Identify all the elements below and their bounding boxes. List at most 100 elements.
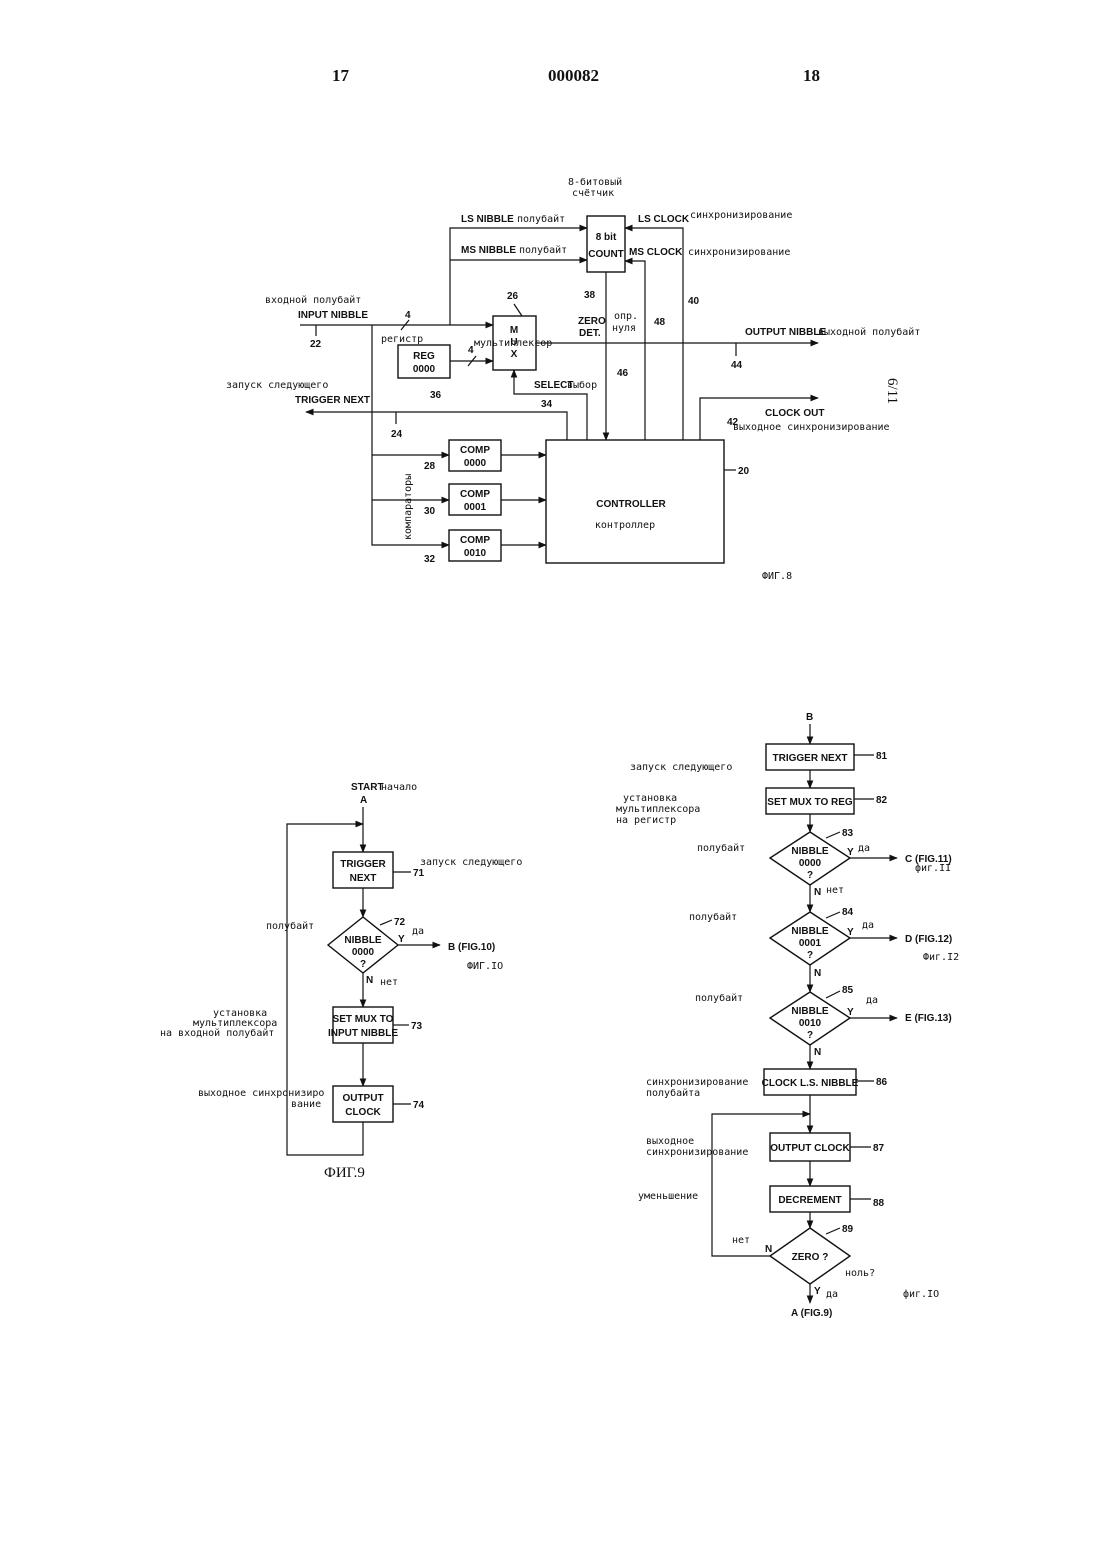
fig10-n3-yes: Y	[847, 1007, 854, 1018]
controller-label: CONTROLLER	[596, 499, 666, 510]
fig9-ref-72: 72	[394, 917, 406, 928]
mux-label-x: X	[511, 349, 518, 360]
fig10-dec-label: DECREMENT	[778, 1195, 841, 1206]
counter-title-ru-2: счётчик	[572, 188, 614, 199]
ls-nibble-label: LS NIBBLE	[461, 214, 514, 225]
fig9-setmux-ru-3: на входной полубайт	[160, 1027, 274, 1039]
fig10-setmux-ru-3: на регистр	[616, 815, 676, 826]
fig10-to-e: E (FIG.13)	[905, 1013, 952, 1024]
ms-nibble-label: MS NIBBLE	[461, 245, 516, 256]
ref-20: 20	[738, 466, 750, 477]
fig10-n3-ru: полубайт	[695, 992, 743, 1004]
fig10-zero-ru: ноль?	[845, 1268, 875, 1279]
fig10-n1-no: N	[814, 887, 821, 898]
fig10-n2-yes-ru: да	[862, 920, 874, 931]
fig10-dec-ru: уменьшение	[638, 1191, 698, 1202]
fig10-to-c-ru: фиг.II	[915, 862, 951, 874]
fig10-ref-88: 88	[873, 1198, 885, 1209]
ref-24: 24	[391, 429, 403, 440]
ms-nibble-ru: полубайт	[519, 244, 567, 256]
fig10-ref-83: 83	[842, 828, 854, 839]
output-nibble-label: OUTPUT NIBBLE	[745, 327, 826, 338]
ref-44: 44	[731, 360, 743, 371]
counter-label-1: 8 bit	[596, 232, 617, 243]
fig10-n3-label-2: 0010	[799, 1018, 822, 1029]
fig10-zero-no: N	[765, 1244, 772, 1255]
fig9-yes-ru: да	[412, 926, 424, 937]
fig9-dec-label-2: 0000	[352, 947, 375, 958]
ref-48: 48	[654, 317, 666, 328]
comp1-label-2: 0000	[464, 458, 487, 469]
width-4b: 4	[468, 345, 474, 356]
fig10-n1-no-ru: нет	[826, 885, 844, 896]
ms-clock-ru: синхронизирование	[688, 247, 790, 258]
fig10-n1-yes-ru: да	[858, 843, 870, 854]
fig9-trigger-ru: запуск следующего	[420, 857, 522, 868]
zero-det-label-1: ZERO	[578, 316, 606, 327]
fig9-outclk-label-1: OUTPUT	[342, 1093, 383, 1104]
fig10-ref-87: 87	[873, 1143, 885, 1154]
width-4a: 4	[405, 310, 411, 321]
fig10-ref83-leader	[826, 832, 840, 838]
fig9-no-ru: нет	[380, 977, 398, 988]
comparators-ru: компараторы	[403, 474, 414, 540]
fig10-out-label: OUTPUT CLOCK	[770, 1143, 850, 1154]
fig9-to-b-ru: ФИГ.IO	[467, 961, 503, 972]
fig10-zero-label: ZERO ?	[792, 1252, 829, 1263]
fig9-setmux-label-2: INPUT NIBBLE	[328, 1028, 398, 1039]
fig9-ref-74: 74	[413, 1100, 425, 1111]
reg-label-1: REG	[413, 351, 435, 362]
reg-label-2: 0000	[413, 364, 436, 375]
fig9-trigger-label-1: TRIGGER	[340, 859, 386, 870]
counter-box	[587, 216, 625, 272]
sheet-number: 6/11	[884, 378, 900, 404]
ls-clock-ru: синхронизирование	[690, 210, 792, 221]
fig10-n1-yes: Y	[847, 847, 854, 858]
fig10-ref89-leader	[826, 1228, 840, 1234]
fig10-ref-84: 84	[842, 907, 854, 918]
fig9-yes: Y	[398, 934, 405, 945]
select-ru: выбор	[567, 379, 597, 391]
fig10-ref-86: 86	[876, 1077, 888, 1088]
counter-title-ru-1: 8-битовый	[568, 176, 622, 188]
fig8-block-diagram: 8-битовый счётчик 8 bit COUNT 38 LS NIBB…	[226, 176, 920, 582]
fig10-n2-yes: Y	[847, 927, 854, 938]
clock-out-line	[700, 398, 818, 440]
fig10-clk-ru-1: синхронизирование	[646, 1077, 748, 1088]
comp2-label-1: COMP	[460, 489, 490, 500]
fig10-trigger-label: TRIGGER NEXT	[772, 753, 847, 764]
ref-40: 40	[688, 296, 700, 307]
fig10-flowchart: B TRIGGER NEXT запуск следующего 81 SET …	[616, 712, 959, 1319]
fig9-outclk-ru-1: выходное синхронизиро	[198, 1088, 324, 1099]
ms-clock-label: MS CLOCK	[629, 247, 683, 258]
fig10-out-ru-1: выходное	[646, 1136, 694, 1147]
fig9-nibble-ru: полубайт	[266, 920, 314, 932]
input-nibble-label: INPUT NIBBLE	[298, 310, 368, 321]
fig10-connector-b: B	[806, 712, 813, 723]
fig9-ref-71: 71	[413, 868, 425, 879]
ls-clock-label: LS CLOCK	[638, 214, 690, 225]
input-nibble-ru: входной полубайт	[265, 294, 361, 306]
comp2-label-2: 0001	[464, 502, 487, 513]
ref-36: 36	[430, 390, 442, 401]
controller-ru: контроллер	[595, 520, 655, 531]
fig10-n3-yes-ru: да	[866, 995, 878, 1006]
fig10-zero-yes-ru: да	[826, 1289, 838, 1300]
fig9-outclk-ru-2: вание	[291, 1099, 321, 1110]
ref-42: 42	[727, 417, 739, 428]
fig9-connector-a: A	[360, 795, 367, 806]
clock-out-label: CLOCK OUT	[765, 408, 824, 419]
fig9-no: N	[366, 975, 373, 986]
fig10-n1-label-1: NIBBLE	[791, 846, 829, 857]
ls-nibble-ru: полубайт	[517, 213, 565, 225]
fig10-setmux-ru-2: мультиплексора	[616, 804, 700, 815]
counter-label-2: COUNT	[588, 249, 624, 260]
zero-det-ru-2: нуля	[612, 323, 636, 334]
trigger-next-ru: запуск следующего	[226, 380, 328, 391]
fig10-ref-82: 82	[876, 795, 888, 806]
fig10-ref-81: 81	[876, 751, 888, 762]
register-ru: регистр	[381, 334, 423, 345]
comp1-label-1: COMP	[460, 445, 490, 456]
trigger-next-line	[306, 412, 567, 440]
fig10-n2-label-3: ?	[807, 950, 813, 961]
